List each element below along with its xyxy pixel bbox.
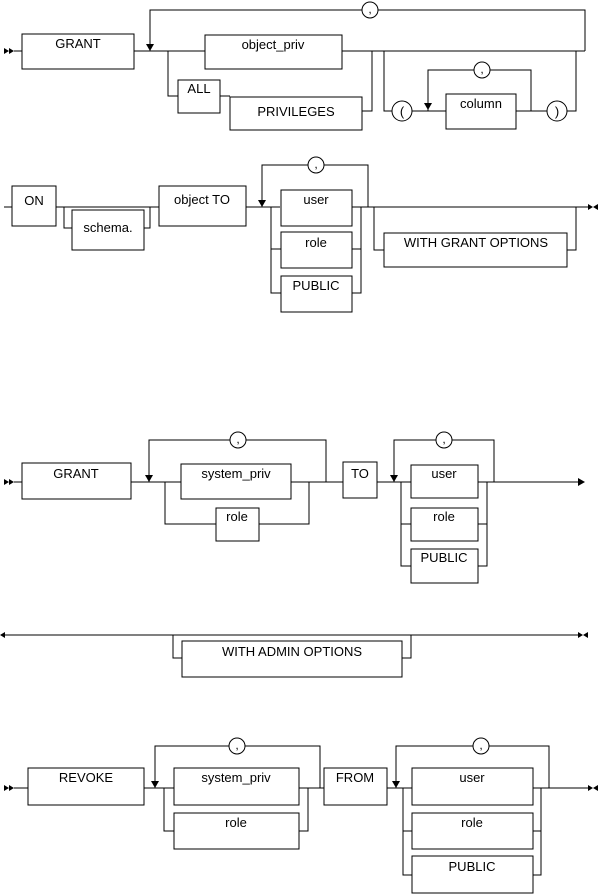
- on-keyword: ON: [24, 193, 44, 208]
- column-box: [445, 93, 517, 130]
- user-label: user: [431, 466, 457, 481]
- end-marker-icon: [588, 204, 598, 210]
- system-priv-label: system_priv: [201, 770, 271, 785]
- role-priv-box: [215, 507, 260, 542]
- with-admin-options-keyword: WITH ADMIN OPTIONS: [222, 644, 362, 659]
- on-keyword-box: [11, 185, 57, 227]
- public-box: [410, 548, 479, 584]
- start-arrow-icon: [4, 785, 14, 791]
- system-priv-box: [180, 463, 292, 500]
- continue-arrow-icon: [0, 632, 5, 638]
- privileges-keyword-box: [229, 96, 363, 131]
- public-keyword: PUBLIC: [421, 550, 468, 565]
- loop-separator: ,: [368, 2, 371, 16]
- object-grant-diagram: , , GRANT object_priv ALL PRIVILEGES ( c…: [4, 1, 598, 313]
- role-box: [411, 812, 534, 850]
- from-keyword-box: [323, 767, 388, 806]
- object-to-box: [158, 185, 247, 227]
- start-arrow-icon: [4, 479, 14, 485]
- user-box: [411, 767, 534, 806]
- schema-label: schema.: [83, 220, 132, 235]
- role-priv-label: role: [226, 509, 248, 524]
- public-keyword: PUBLIC: [293, 278, 340, 293]
- to-keyword-box: [342, 461, 378, 499]
- loop-separator: ,: [480, 62, 483, 76]
- system-grant-diagram: , , GRANT system_priv role TO user role …: [0, 431, 588, 678]
- from-keyword: FROM: [336, 770, 374, 785]
- role-priv-label: role: [225, 815, 247, 830]
- close-paren-box: [546, 100, 568, 122]
- user-box: [280, 189, 353, 227]
- user-label: user: [459, 770, 485, 785]
- loop-separator: ,: [442, 432, 445, 446]
- public-keyword: PUBLIC: [449, 859, 496, 874]
- end-marker-icon: [578, 632, 588, 638]
- column-label: column: [460, 96, 502, 111]
- object-to-label: object TO: [174, 192, 230, 207]
- to-keyword: TO: [351, 466, 369, 481]
- revoke-keyword-box: [27, 767, 145, 806]
- start-arrow-icon: [4, 48, 14, 54]
- grant-keyword: GRANT: [53, 466, 99, 481]
- grant-keyword: GRANT: [55, 36, 101, 51]
- loop-separator: ,: [235, 738, 238, 752]
- public-box: [280, 275, 353, 313]
- role-label: role: [461, 815, 483, 830]
- with-grant-options-keyword: WITH GRANT OPTIONS: [404, 235, 549, 250]
- role-box: [410, 507, 479, 542]
- all-keyword: ALL: [187, 81, 210, 96]
- loop-separator: ,: [236, 432, 239, 446]
- role-priv-box: [173, 812, 300, 850]
- revoke-keyword: REVOKE: [59, 770, 114, 785]
- with-grant-options-box: [383, 232, 568, 268]
- privileges-keyword: PRIVILEGES: [257, 104, 335, 119]
- role-label: role: [433, 509, 455, 524]
- close-paren: ): [555, 104, 559, 119]
- user-box: [410, 464, 479, 499]
- system-priv-label: system_priv: [201, 466, 271, 481]
- grant-keyword-box: [21, 33, 135, 70]
- object-priv-box: [204, 34, 343, 70]
- loop-separator: ,: [479, 738, 482, 752]
- loop-separator: ,: [314, 157, 317, 171]
- revoke-diagram: , , REVOKE system_priv role FROM user ro…: [4, 737, 598, 894]
- object-priv-label: object_priv: [242, 37, 305, 52]
- end-marker-icon: [588, 785, 598, 791]
- role-label: role: [305, 235, 327, 250]
- public-box: [411, 855, 534, 894]
- user-label: user: [303, 192, 329, 207]
- open-paren-box: [391, 100, 413, 122]
- schema-box: [71, 209, 145, 251]
- with-admin-options-box: [181, 640, 403, 678]
- role-box: [280, 231, 353, 269]
- all-keyword-box: [177, 79, 221, 114]
- open-paren: (: [400, 104, 405, 119]
- grant-keyword-box: [21, 462, 132, 500]
- system-priv-box: [173, 767, 300, 806]
